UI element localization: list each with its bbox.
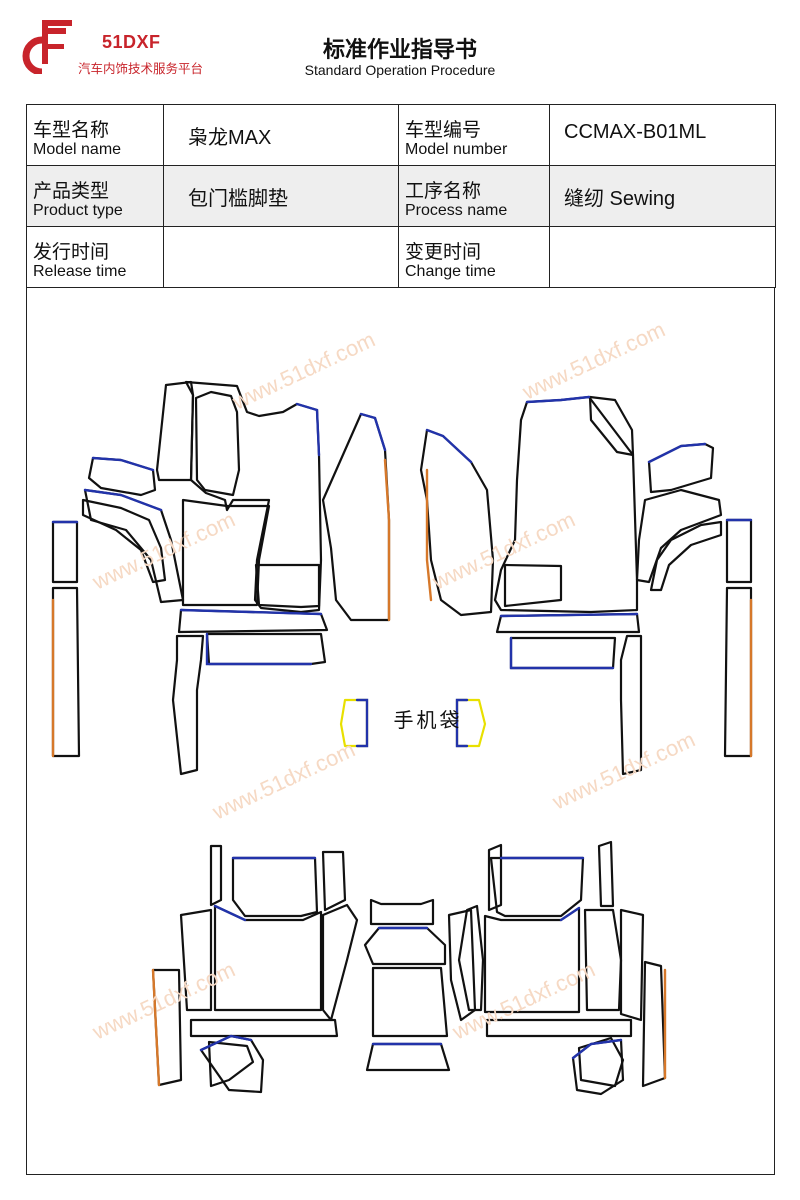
product-type-label-en: Product type [33, 202, 123, 219]
model-number-value-cell: CCMAX-B01ML [549, 104, 776, 166]
pattern-drawing-area: www.51dxf.com www.51dxf.com www.51dxf.co… [26, 288, 775, 1175]
phone-pocket-piece [339, 698, 369, 748]
pattern-piece [254, 563, 321, 609]
pattern-piece [365, 1042, 451, 1072]
pattern-piece [493, 395, 639, 614]
floor-mat-pattern-drawing [51, 380, 753, 1096]
logo-icon [22, 20, 72, 74]
model-name-label-cn: 车型名称 [33, 119, 110, 141]
pattern-piece [87, 456, 157, 497]
product-type-label-cell: 产品类型 Product type [26, 165, 164, 227]
table-row: 发行时间 Release time 变更时间 Change time [26, 226, 776, 288]
pattern-piece [583, 908, 623, 1012]
pattern-piece [577, 1036, 625, 1088]
phone-pocket-label: 手机袋 [393, 708, 463, 732]
pattern-piece [213, 904, 323, 1012]
release-time-label-cell: 发行时间 Release time [26, 226, 164, 288]
pattern-piece [321, 903, 359, 1022]
process-name-value-cell: 缝纫 Sewing [549, 165, 776, 227]
pattern-piece [419, 428, 495, 617]
model-number-label-en: Model number [405, 141, 508, 158]
release-time-label-cn: 发行时间 [33, 241, 110, 263]
pattern-piece [184, 380, 323, 614]
pattern-piece [81, 498, 167, 584]
pattern-piece [194, 390, 241, 497]
pattern-piece [371, 966, 449, 1038]
model-name-label-cell: 车型名称 Model name [26, 104, 164, 166]
process-name-label-cn: 工序名称 [405, 180, 482, 202]
product-type-value: 包门槛脚垫 [188, 188, 288, 210]
info-table: 车型名称 Model name 枭龙MAX 车型编号 Model number … [26, 104, 776, 288]
pattern-piece [231, 856, 319, 918]
pattern-piece [155, 380, 195, 482]
table-row: 产品类型 Product type 包门槛脚垫 工序名称 Process nam… [26, 165, 776, 227]
change-time-value-cell [549, 226, 776, 288]
logo-text: 51DXF [102, 32, 161, 52]
pattern-piece [457, 904, 485, 1012]
pattern-piece [207, 1040, 255, 1088]
table-row: 车型名称 Model name 枭龙MAX 车型编号 Model number … [26, 104, 776, 166]
pattern-piece [619, 634, 643, 776]
pattern-piece [209, 844, 223, 907]
model-name-label-en: Model name [33, 141, 122, 158]
process-name-label-cell: 工序名称 Process name [398, 165, 550, 227]
pattern-piece [489, 856, 585, 918]
pattern-piece [597, 840, 615, 908]
model-name-value: 枭龙MAX [188, 127, 272, 149]
release-time-label-en: Release time [33, 263, 127, 280]
model-number-label-cell: 车型编号 Model number [398, 104, 550, 166]
pattern-piece [363, 926, 447, 966]
change-time-label-cell: 变更时间 Change time [398, 226, 550, 288]
model-number-label-cn: 车型编号 [405, 119, 482, 141]
pattern-piece [179, 908, 213, 1012]
pattern-piece [369, 898, 435, 926]
pattern-piece [51, 586, 81, 758]
document-subtitle: Standard Operation Procedure [304, 62, 496, 78]
pattern-piece [447, 908, 477, 1022]
pattern-piece [619, 908, 645, 1022]
pattern-piece [189, 1018, 339, 1038]
process-name-label-en: Process name [405, 202, 508, 219]
pattern-piece [647, 442, 715, 494]
pattern-piece [487, 843, 503, 912]
release-time-value-cell [163, 226, 399, 288]
process-name-value: 缝纫 Sewing [564, 188, 676, 210]
pattern-piece [649, 520, 723, 592]
model-name-value-cell: 枭龙MAX [163, 104, 399, 166]
brand-logo: 51DXF 汽车内饰技术服务平台 [22, 18, 262, 78]
pattern-piece [503, 563, 563, 608]
pattern-piece [509, 636, 617, 670]
pattern-piece [321, 850, 347, 912]
change-time-label-en: Change time [405, 263, 496, 280]
product-type-label-cn: 产品类型 [33, 180, 110, 202]
pattern-piece [171, 634, 205, 776]
pattern-piece [205, 632, 327, 666]
logo-subtitle: 汽车内饰技术服务平台 [78, 61, 204, 76]
document-title: 标准作业指导书 [322, 38, 477, 63]
pattern-piece [485, 1018, 633, 1038]
pattern-piece [181, 498, 271, 607]
change-time-label-cn: 变更时间 [405, 241, 482, 263]
pattern-piece [723, 586, 753, 758]
pattern-piece [641, 960, 667, 1088]
pattern-piece [321, 412, 391, 622]
pattern-piece [725, 518, 753, 584]
product-type-value-cell: 包门槛脚垫 [163, 165, 399, 227]
pattern-piece [483, 906, 581, 1014]
pattern-piece [51, 520, 79, 584]
model-number-value: CCMAX-B01ML [564, 121, 707, 143]
pattern-piece [83, 488, 185, 604]
